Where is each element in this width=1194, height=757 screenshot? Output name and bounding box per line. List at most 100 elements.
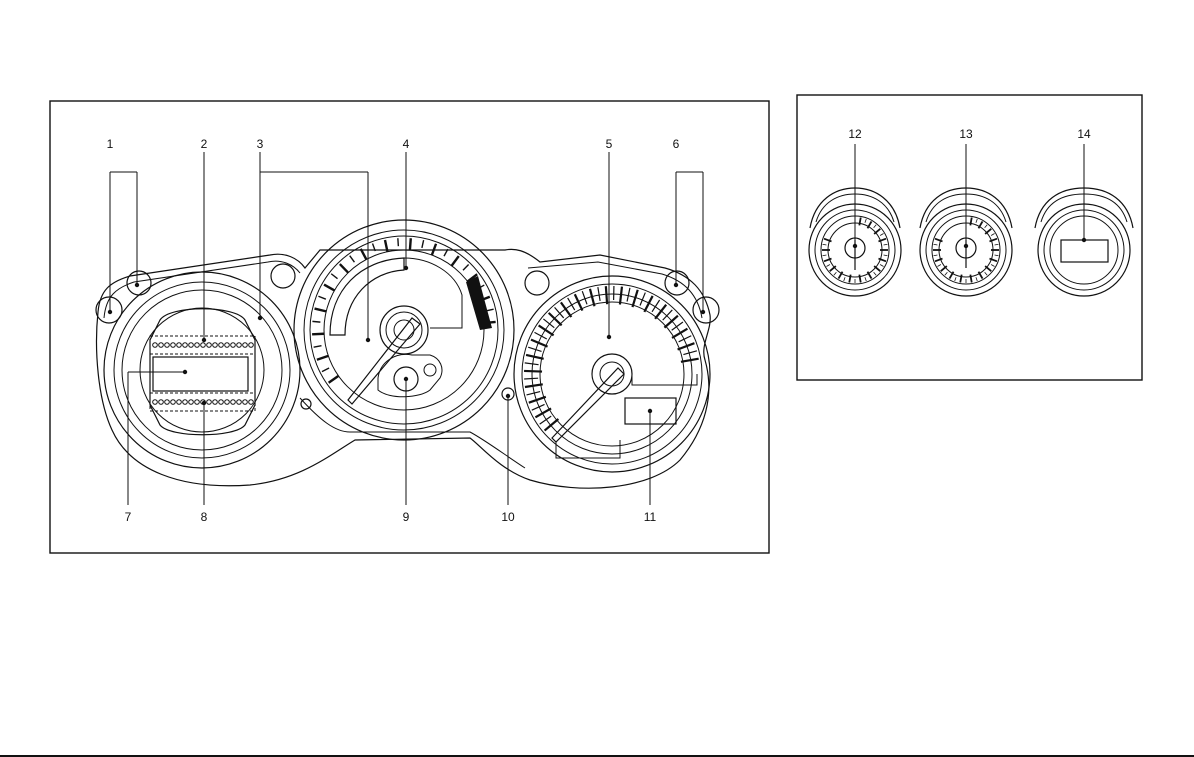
knob-tick xyxy=(945,272,948,275)
indicator-dot xyxy=(243,343,248,348)
callout-6: 6 xyxy=(673,137,680,151)
speed-tick xyxy=(524,371,542,372)
indicator-dot xyxy=(189,343,194,348)
side-knob-14 xyxy=(1035,144,1133,296)
knob-tick xyxy=(985,272,988,275)
callout-1: 1 xyxy=(107,137,114,151)
tach-tick xyxy=(432,244,436,255)
tach-tick xyxy=(331,274,337,279)
indicator-dot xyxy=(243,400,248,405)
speed-tick xyxy=(561,302,571,317)
knob-tick xyxy=(823,244,827,245)
knob-tick xyxy=(874,225,877,228)
tach-tick xyxy=(340,264,348,273)
indicator-dot xyxy=(225,343,230,348)
indicator-dot xyxy=(225,400,230,405)
side-knob-13 xyxy=(920,144,1012,296)
knob-tick xyxy=(976,277,977,281)
tach-tick xyxy=(398,238,399,246)
callout-13: 13 xyxy=(959,127,973,141)
tach-tick xyxy=(315,309,327,312)
knob-tick xyxy=(884,244,888,245)
center-gauge xyxy=(294,220,514,440)
knob-tick xyxy=(834,272,837,275)
right-gauge xyxy=(514,276,710,472)
indicator-dot xyxy=(171,400,176,405)
speed-tick xyxy=(540,416,552,424)
speed-tick xyxy=(525,363,539,365)
odometer-display xyxy=(153,357,248,391)
speed-tick xyxy=(606,286,607,304)
tach-tick xyxy=(452,256,459,266)
indicator-dot xyxy=(213,400,218,405)
tach-tick xyxy=(329,376,339,383)
indicator-dot xyxy=(195,343,200,348)
knob-tick xyxy=(960,275,961,283)
tach-tick xyxy=(322,368,329,372)
knob-tick xyxy=(991,265,994,267)
knob-tick xyxy=(874,272,877,275)
indicator-dot xyxy=(219,400,224,405)
indicator-dot xyxy=(195,400,200,405)
knob-tick xyxy=(859,275,860,283)
tach-tick xyxy=(318,296,325,299)
indicator-dot xyxy=(171,343,176,348)
indicator-dot xyxy=(189,400,194,405)
knob-tick xyxy=(823,255,827,256)
indicator-dot xyxy=(165,400,170,405)
callout-3: 3 xyxy=(257,137,264,151)
speed-tick xyxy=(590,289,595,306)
callout-8: 8 xyxy=(201,510,208,524)
indicator-dot xyxy=(231,343,236,348)
tach-tick xyxy=(312,321,320,322)
speed-tick xyxy=(524,378,538,379)
callout-14: 14 xyxy=(1077,127,1091,141)
speed-tick xyxy=(627,288,630,302)
speed-tick xyxy=(681,359,699,362)
knob-tick xyxy=(934,255,938,256)
knob-tick xyxy=(859,218,860,226)
knob-tick xyxy=(976,219,977,223)
knob-tick xyxy=(880,234,883,236)
indicator-dot xyxy=(177,400,182,405)
indicator-dot xyxy=(159,343,164,348)
knob-tick xyxy=(991,234,994,236)
knob-tick xyxy=(880,265,883,267)
indicator-dot xyxy=(207,343,212,348)
indicator-dot xyxy=(177,343,182,348)
callout-5: 5 xyxy=(606,137,613,151)
indicator-dot xyxy=(249,400,254,405)
indicator-dot xyxy=(165,343,170,348)
speed-tick xyxy=(683,351,697,355)
knob-tick xyxy=(970,218,971,226)
indicator-dot xyxy=(249,343,254,348)
speed-tick xyxy=(598,287,600,301)
callout-9: 9 xyxy=(403,510,410,524)
speedometer-needle xyxy=(552,368,624,442)
redline-zone xyxy=(466,276,492,330)
tach-tick xyxy=(317,356,328,360)
tach-tick xyxy=(350,256,355,262)
callout-2: 2 xyxy=(201,137,208,151)
knob-tick xyxy=(849,275,850,283)
speed-tick xyxy=(663,310,673,320)
side-callouts: 12 13 14 xyxy=(848,127,1091,141)
knob-tick xyxy=(934,244,938,245)
knob-tick xyxy=(865,219,866,223)
callout-10: 10 xyxy=(501,510,515,524)
indicator-dot xyxy=(153,343,158,348)
indicator-dot xyxy=(207,400,212,405)
indicator-dot xyxy=(219,343,224,348)
tach-tick xyxy=(422,240,424,248)
callout-leaders xyxy=(108,152,705,505)
tach-tick xyxy=(463,265,469,271)
knob-tick xyxy=(955,277,956,281)
indicator-dot xyxy=(183,343,188,348)
knob-tick xyxy=(884,255,888,256)
indicator-dot xyxy=(237,400,242,405)
indicator-dot xyxy=(213,343,218,348)
side-knob-12 xyxy=(809,144,901,296)
speed-tick xyxy=(526,355,544,359)
indicator-dot xyxy=(201,343,206,348)
callout-7: 7 xyxy=(125,510,132,524)
